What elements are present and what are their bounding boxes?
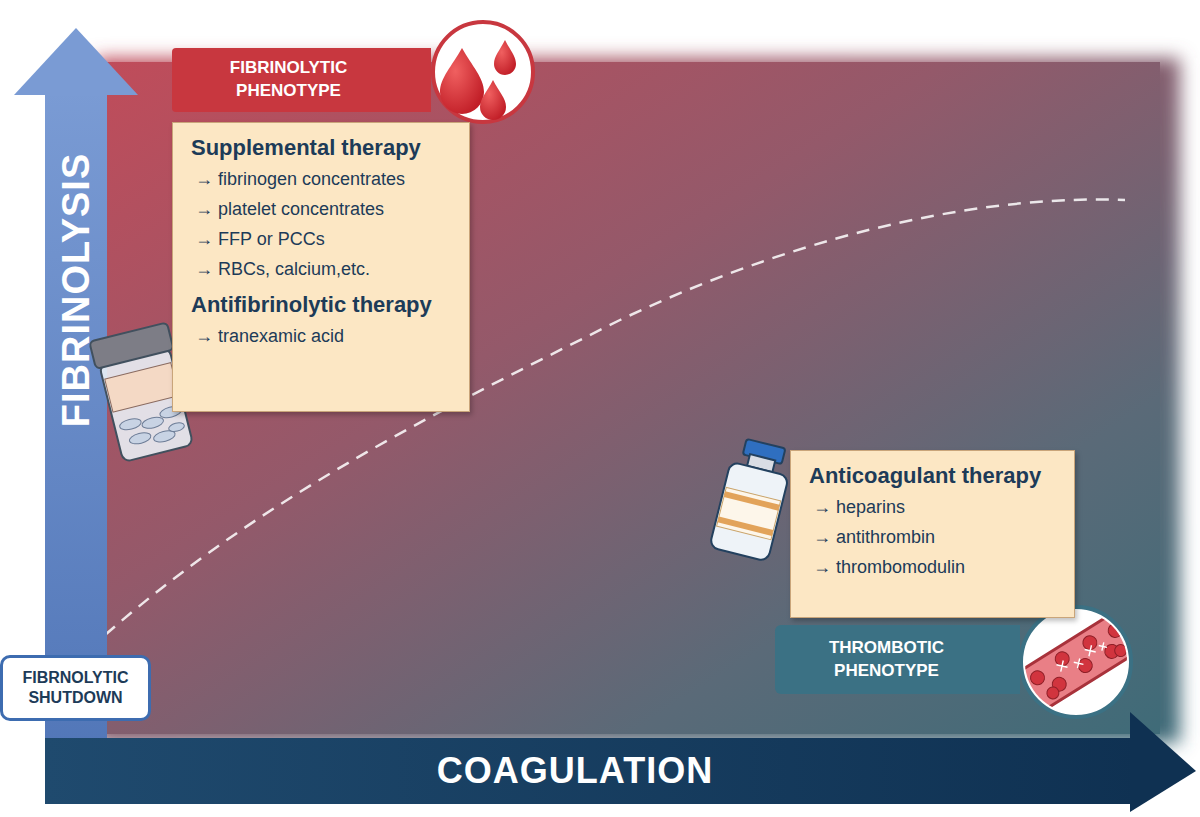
phenotype-field-core [100,62,1160,734]
phenotype-field [95,58,1180,743]
therapy-heading: Anticoagulant therapy [809,463,1062,489]
therapy-item: → FFP or PCCs [195,229,457,250]
shutdown-box: FIBRNOLYTIC SHUTDOWN [0,655,151,721]
node-label: FIBRNOLYTIC SHUTDOWN [12,668,140,708]
therapy-box: Supplemental therapy → fibrinogen concent… [172,122,470,412]
blood-drops-icon [433,22,533,122]
phenotype-tab: FIBRINOLYTIC PHENOTYPE [172,48,431,112]
therapy-box: Anticoagulant therapy → heparins → antithr… [790,450,1075,618]
therapy-item: → platelet concentrates [195,199,457,220]
therapy-item: → heparins [813,497,1062,518]
axis-title: COAGULATION [437,750,713,792]
therapy-heading: Antifibrinolytic therapy [191,292,457,318]
therapy-item: → thrombomodulin [813,557,1062,578]
phenotype-tab: THROMBOTIC PHENOTYPE [775,625,1020,694]
therapy-item: → antithrombin [813,527,1062,548]
vial-icon [709,436,795,561]
therapy-item: → tranexamic acid [195,326,457,347]
x-axis-arrow [45,712,1196,812]
therapy-item: → RBCs, calcium,etc. [195,259,457,280]
axis-title: FIBRINOLYSIS [55,153,98,428]
node-label: THROMBOTIC PHENOTYPE [799,637,974,683]
thrombus-icon [1008,607,1147,718]
dashed-boundary [105,199,1125,635]
node-label: FIBRINOLYTIC PHENOTYPE [201,57,376,103]
therapy-item: → fibrinogen concentrates [195,169,457,190]
therapy-heading: Supplemental therapy [191,135,457,161]
